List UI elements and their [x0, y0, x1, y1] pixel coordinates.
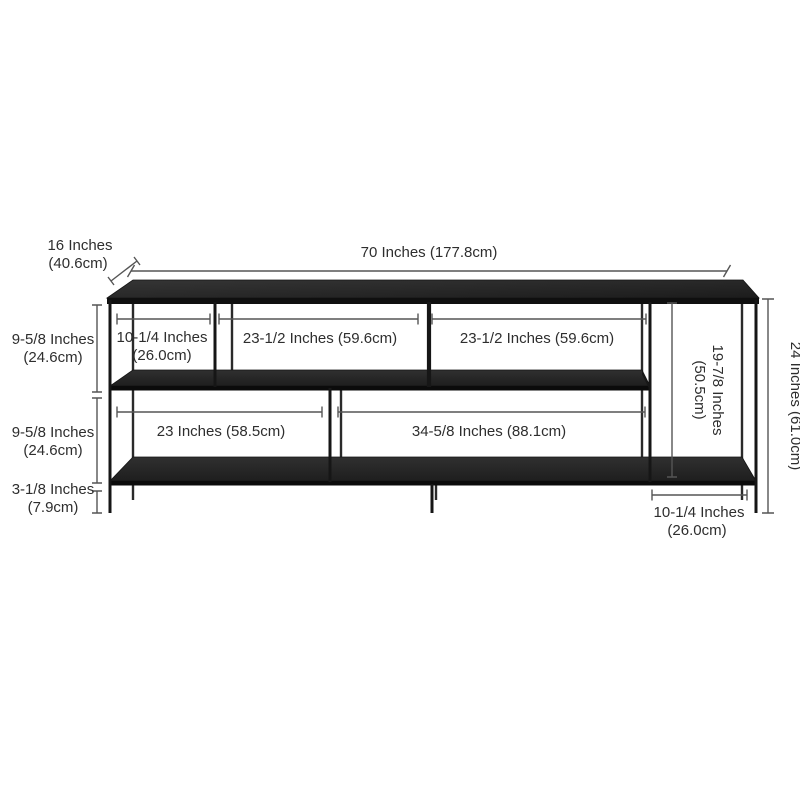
- label-top-section-left-line2: (26.0cm): [132, 347, 191, 364]
- tv-stand: [105, 279, 760, 513]
- label-lower-shelf-gap-line1: 9-5/8 Inches: [12, 424, 95, 441]
- tick-marks-depth: [107, 256, 141, 286]
- label-base-height-line1: 3-1/8 Inches: [12, 481, 95, 498]
- label-total-height: 24 Inches (61.0cm): [787, 342, 800, 470]
- tick-marks-lower-sections: [116, 406, 646, 418]
- middle-shelf-front-edge: [110, 386, 650, 391]
- tv-stand-front-legs: [108, 300, 758, 513]
- tv-stand-top-front-edge: [107, 298, 759, 304]
- label-top-section-right: 23-1/2 Inches (59.6cm): [460, 330, 614, 347]
- label-bottom-section-right: 34-5/8 Inches (88.1cm): [412, 423, 566, 440]
- label-bottom-right-width-line1: 10-1/4 Inches: [654, 504, 745, 521]
- tick-marks-total-width: [126, 264, 732, 278]
- label-lower-shelf-gap-line2: (24.6cm): [23, 442, 82, 459]
- tick-marks-total-height: [762, 298, 774, 514]
- tick-marks-open-section-height: [667, 302, 677, 478]
- dimension-lines: [92, 256, 774, 514]
- middle-shelf-surface: [108, 369, 651, 387]
- label-depth-line1: 16 Inches: [47, 237, 112, 254]
- label-top-section-left-line1: 10-1/4 Inches: [117, 329, 208, 346]
- tick-marks-left-heights: [92, 304, 102, 514]
- middle-shelf-right-edge: [642, 370, 650, 391]
- label-total-width: 70 Inches (177.8cm): [361, 244, 498, 261]
- label-bottom-right-width-line2: (26.0cm): [667, 522, 726, 539]
- dimension-labels: 70 Inches (177.8cm) 16 Inches (40.6cm) 9…: [12, 237, 800, 539]
- label-base-height-line2: (7.9cm): [28, 499, 79, 516]
- label-upper-shelf-gap-line1: 9-5/8 Inches: [12, 331, 95, 348]
- bottom-shelf-front-edge: [110, 481, 756, 486]
- tick-marks-upper-sections: [116, 313, 647, 325]
- label-bottom-section-left: 23 Inches (58.5cm): [157, 423, 285, 440]
- tick-marks-bottom-right-width: [651, 489, 748, 501]
- label-upper-shelf-gap-line2: (24.6cm): [23, 349, 82, 366]
- bottom-shelf-surface: [109, 456, 757, 482]
- dim-line-depth: [110, 260, 138, 282]
- label-top-section-mid: 23-1/2 Inches (59.6cm): [243, 330, 397, 347]
- label-open-section-height-line2: (50.5cm): [691, 360, 708, 419]
- tv-stand-top-surface: [105, 279, 760, 299]
- label-depth-line2: (40.6cm): [48, 255, 107, 272]
- label-open-section-height-line1: 19-7/8 Inches: [709, 345, 726, 436]
